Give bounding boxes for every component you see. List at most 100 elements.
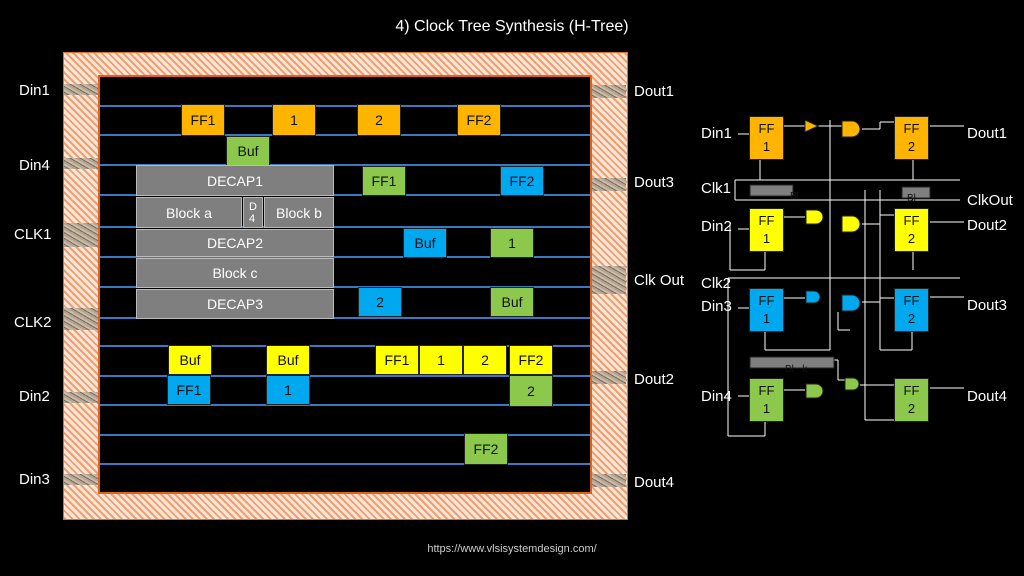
cell-row: [100, 345, 590, 347]
cell-buf: Buf: [226, 136, 270, 166]
ff-index: 1: [762, 139, 771, 154]
io-pad-clk1: [64, 223, 98, 247]
cell-row: [100, 434, 590, 436]
pin-label: Dout1: [634, 83, 675, 100]
cell-ff2: FF2: [500, 166, 544, 196]
ff-index: 1: [762, 401, 771, 416]
macro-block-a: Block a: [136, 197, 242, 228]
decap-d4: D 4: [243, 197, 263, 228]
ff-index: 1: [762, 311, 771, 326]
cell-row: [100, 404, 590, 406]
ff-label: FF: [903, 293, 920, 308]
macro-block-c: Block c: [136, 258, 334, 288]
output-label: Dout4: [967, 388, 1008, 405]
pin-label: Dout2: [634, 371, 675, 388]
cell-row: [100, 286, 590, 288]
cell-row: [100, 256, 590, 258]
io-pad-din3: [64, 474, 98, 485]
cell-row: [100, 105, 590, 107]
cell-ff2: FF2: [457, 104, 501, 136]
input-label: Din1: [701, 125, 732, 142]
and-gate-icon: [805, 290, 821, 304]
input-label: Din4: [701, 388, 732, 405]
output-label: Dout1: [967, 125, 1008, 142]
ff-label: FF: [903, 213, 920, 228]
pin-label: Dout3: [634, 174, 675, 191]
io-pad-din4: [64, 158, 98, 169]
io-pad-dout2: [592, 371, 626, 384]
ff-index: 2: [907, 231, 916, 246]
decap-cell: DECAP2: [136, 229, 334, 257]
flip-flop: FF 1: [749, 288, 784, 332]
pin-label: Clk Out: [634, 272, 685, 289]
clock-buffer-label: Bl k: [785, 364, 808, 375]
ff-index: 2: [907, 401, 916, 416]
ff-index: 1: [762, 231, 771, 246]
cell-row: [100, 194, 590, 196]
io-pad-clkout: [592, 266, 626, 294]
input-label: Clk2: [701, 275, 732, 292]
clock-buffer-label: Bl: [907, 193, 916, 204]
and-gate-icon: [844, 377, 860, 391]
ff-label: FF: [758, 121, 775, 136]
cell-ff1: FF1: [375, 345, 419, 375]
cell-row: [100, 463, 590, 465]
input-label: Din2: [701, 218, 732, 235]
cell-row: [100, 317, 590, 319]
io-pad-dout1: [592, 85, 626, 98]
io-pad-din2: [64, 392, 98, 403]
input-label: Clk1: [701, 180, 732, 197]
source-url: https://www.vlsisystemdesign.com/: [427, 543, 597, 555]
flip-flop: FF 1: [749, 116, 784, 160]
pin-label: CLK2: [14, 314, 52, 331]
io-pad-dout4: [592, 474, 626, 487]
ff-label: FF: [758, 383, 775, 398]
output-label: Dout3: [967, 297, 1008, 314]
io-pad-dout3: [592, 178, 626, 191]
flip-flop: FF 2: [894, 288, 929, 332]
io-pad-clk2: [64, 308, 98, 330]
decap-cell: DECAP3: [136, 289, 334, 319]
cell-buf: Buf: [403, 228, 447, 258]
pin-label: Din2: [19, 388, 50, 405]
cell-2: 2: [357, 104, 401, 136]
input-label: Din3: [701, 298, 732, 315]
flip-flop: FF 1: [749, 378, 784, 422]
cell-ff1: FF1: [167, 375, 211, 405]
and-gate-icon: [841, 120, 861, 138]
cell-row: [100, 134, 590, 136]
pin-label: Din1: [19, 82, 50, 99]
ff-index: 2: [907, 139, 916, 154]
flip-flop: FF 2: [894, 378, 929, 422]
cell-2: 2: [509, 375, 553, 407]
flip-flop: FF 1: [749, 208, 784, 252]
macro-block-b: Block b: [264, 197, 334, 228]
cell-ff1: FF1: [181, 104, 225, 136]
cell-row: [100, 164, 590, 166]
decap-cell: DECAP1: [136, 165, 334, 196]
and-gate-icon: [841, 294, 861, 312]
output-label: Dout2: [967, 217, 1008, 234]
pin-label: CLK1: [14, 226, 52, 243]
and-gate-icon: [805, 383, 824, 399]
ff-index: 2: [907, 311, 916, 326]
flip-flop: FF 2: [894, 208, 929, 252]
page-title: 4) Clock Tree Synthesis (H-Tree): [395, 18, 629, 35]
pin-label: Din4: [19, 157, 50, 174]
cell-ff1: FF1: [362, 166, 406, 196]
ff-label: FF: [758, 293, 775, 308]
cell-row: [100, 226, 590, 228]
cell-buf: Buf: [490, 287, 534, 317]
clock-buffer: [749, 184, 794, 197]
cell-row: [100, 375, 590, 377]
pin-label: Dout4: [634, 474, 675, 491]
ff-label: FF: [903, 383, 920, 398]
cell-ff2: FF2: [464, 433, 508, 465]
io-pad-din1: [64, 84, 98, 95]
cell-2: 2: [463, 345, 507, 375]
ff-label: FF: [758, 213, 775, 228]
cell-2: 2: [358, 287, 402, 317]
cell-1: 1: [272, 104, 316, 136]
clock-buffer: [749, 356, 835, 369]
cell-buf: Buf: [266, 345, 310, 375]
